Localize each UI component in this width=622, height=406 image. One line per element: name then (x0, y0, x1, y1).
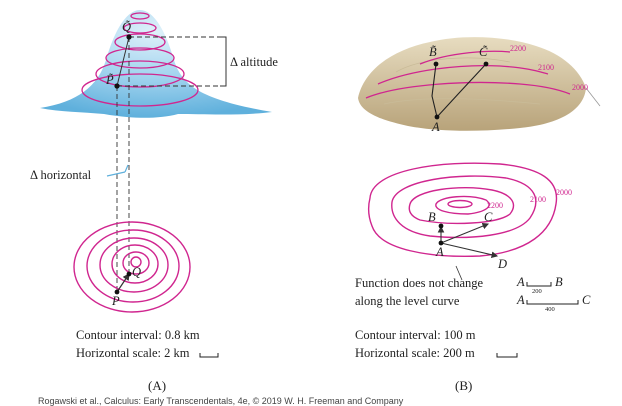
horizontal-label: Δ horizontal (30, 168, 92, 182)
horizontal-pointer (106, 171, 126, 177)
altitude-label: Δ altitude (230, 55, 278, 69)
mountain-path (116, 36, 130, 87)
map-label-d: D (498, 257, 508, 271)
terrain-point-b-marker (433, 61, 439, 67)
note-pointer (455, 265, 463, 281)
contour-interval-a: Contour interval: 0.8 km (76, 328, 200, 342)
map-label-p: P (112, 294, 120, 308)
terrain-point-c-marker (483, 61, 489, 67)
level-curve-note-line-2: along the level curve (355, 294, 460, 308)
scale-bar-a (199, 353, 219, 358)
terrain-path-ac (436, 63, 487, 118)
map-level-2000: 2000 (556, 188, 572, 197)
scale-ac-to: C (582, 293, 591, 307)
scale-ab-from: A (517, 275, 525, 289)
scale-ac-bar (526, 300, 579, 305)
scale-ac-from: A (517, 293, 525, 307)
terrain-level-2200: 2200 (510, 44, 526, 53)
map-label-a: A (436, 245, 444, 259)
mountain-contours (81, 12, 199, 107)
map-point-a-marker (438, 240, 444, 246)
mountain-surface (40, 10, 272, 118)
scale-ac-value: 400 (545, 306, 555, 313)
terrain-block (358, 37, 586, 131)
panel-b (358, 37, 601, 358)
terrain-label-c: C̃ (479, 45, 488, 59)
map-label-q: Q (132, 265, 142, 279)
terrain-level-2100: 2100 (538, 63, 554, 72)
contour-map-a (73, 221, 191, 313)
scale-ab-bar (526, 282, 552, 287)
horizontal-scale-b: Horizontal scale: 200 m (355, 346, 475, 360)
terrain-level-2000: 2000 (572, 83, 588, 92)
label-p-tilde: P̃ (106, 73, 114, 87)
panel-a (40, 10, 272, 358)
map-point-b-marker (438, 223, 444, 229)
map-path-a (116, 273, 130, 293)
level-curve-note-line-1: Function does not change (355, 276, 484, 290)
terrain-label-b: B̃ (429, 45, 437, 59)
label-q-tilde: Q̃ (122, 20, 132, 34)
point-p-marker (114, 83, 120, 89)
credit-line: Rogawski et al., Calculus: Early Transce… (38, 396, 404, 406)
map-level-2200: 2200 (487, 201, 503, 210)
horizontal-scale-a: Horizontal scale: 2 km (76, 346, 190, 360)
panel-label-b: (B) (455, 378, 473, 393)
map-label-c: C (484, 210, 493, 224)
scale-ab-to: B (555, 275, 563, 289)
contour-interval-b: Contour interval: 100 m (355, 328, 476, 342)
contour-map-b (367, 162, 558, 257)
panel-label-a: (A) (148, 378, 167, 393)
point-q-marker (126, 34, 132, 40)
map-point-p-marker (114, 289, 120, 295)
map-level-2100: 2100 (530, 195, 546, 204)
map-label-b: B (428, 210, 436, 224)
terrain-path-ab (431, 63, 438, 118)
altitude-bracket (220, 36, 227, 87)
terrain-point-a-marker (434, 114, 440, 120)
scale-ab-value: 200 (532, 288, 542, 295)
altitude-guides (116, 36, 220, 292)
terrain-contours (365, 50, 571, 99)
scale-bar-b (496, 353, 518, 358)
terrain-label-a: A (432, 120, 440, 134)
map-b-arrows (437, 223, 499, 258)
map-point-q-marker (126, 271, 132, 277)
